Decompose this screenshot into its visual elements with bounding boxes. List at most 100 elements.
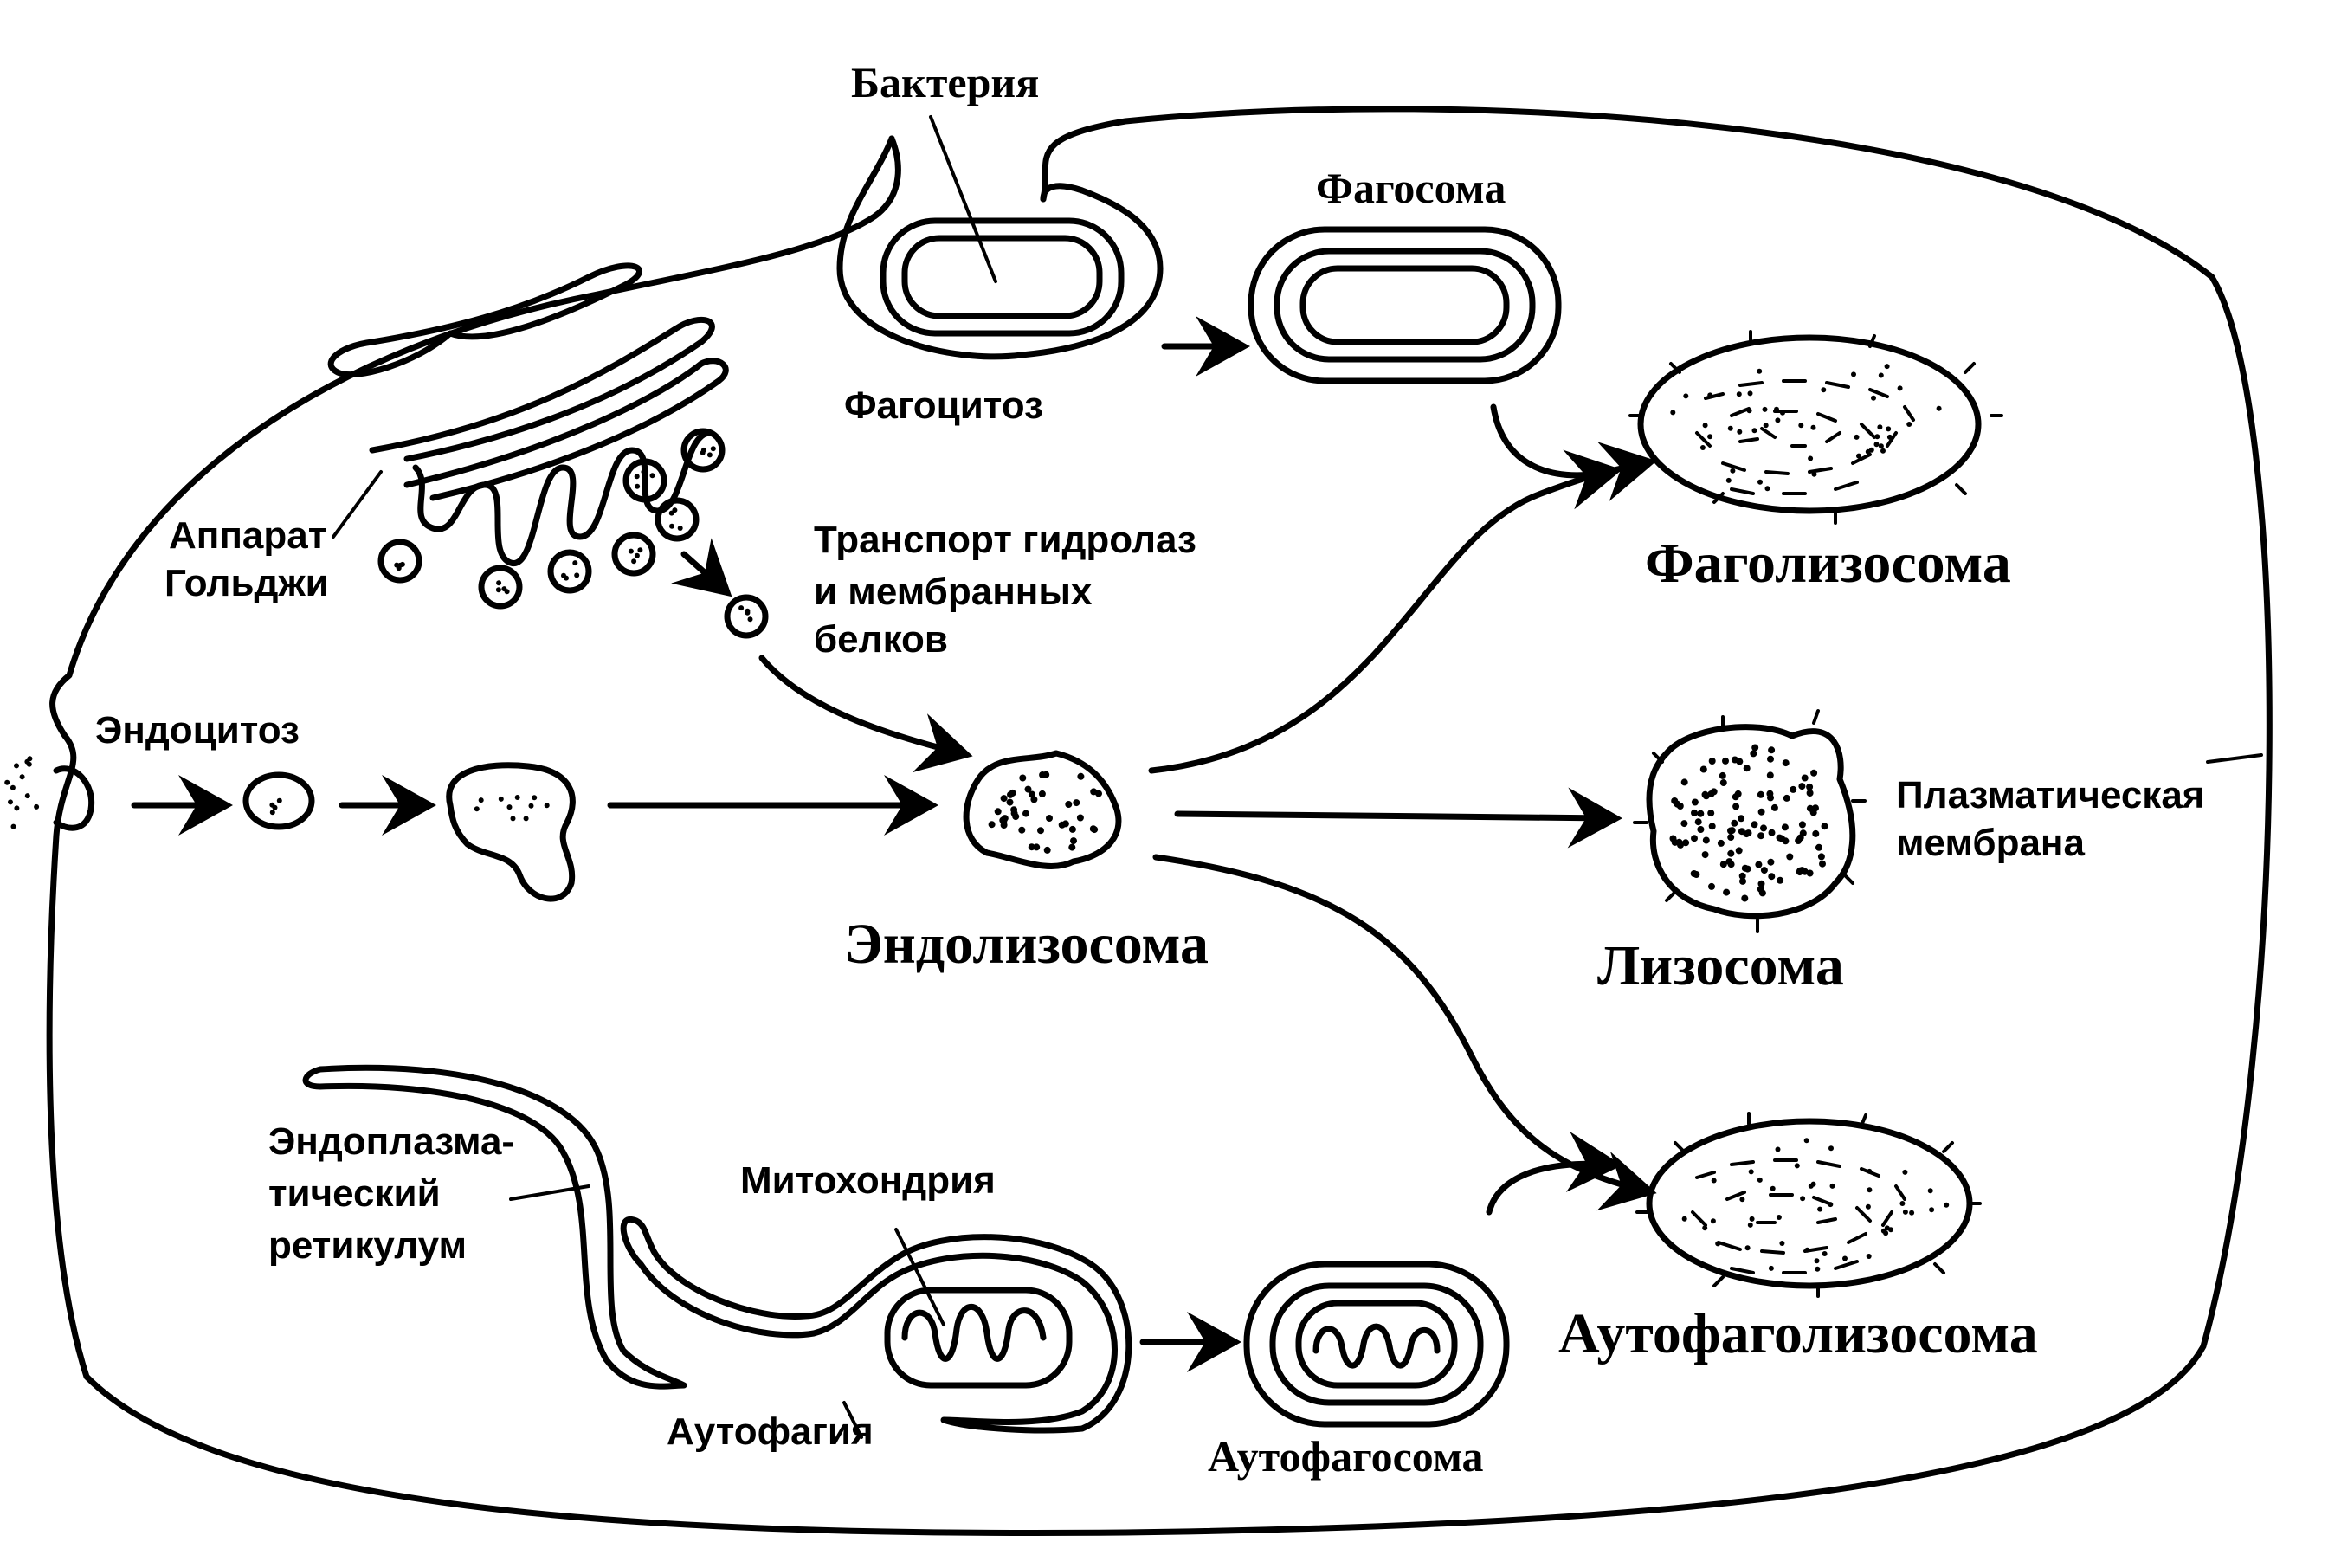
- speckle-dot: [1739, 877, 1746, 885]
- speckle-dot: [396, 565, 402, 571]
- speckle-dot: [1693, 871, 1700, 878]
- speckle-dot: [1842, 1255, 1848, 1261]
- speckle-dot: [631, 558, 637, 565]
- speckle-dot: [1768, 746, 1776, 754]
- speckle-dot: [1880, 1228, 1886, 1234]
- speckle-dot: [1806, 804, 1814, 812]
- speckle-dot: [1821, 823, 1828, 830]
- speckle-dot: [561, 572, 566, 578]
- speckle-dot: [1725, 477, 1732, 483]
- arrow-autophagosome-to-autophagolysosome: [1486, 1132, 1622, 1216]
- speckle-dot: [1927, 1188, 1933, 1194]
- speckle-dot: [1776, 834, 1783, 842]
- speckle-dot: [1777, 876, 1784, 884]
- speckle-dot: [574, 572, 580, 578]
- speckle-dot: [1077, 772, 1085, 780]
- speckle-dot: [10, 823, 16, 829]
- autophagolysosome-dashes: [1691, 1158, 1906, 1274]
- speckle-dot: [669, 523, 674, 529]
- speckle-dot: [1757, 479, 1763, 485]
- speckle-dot: [1866, 1254, 1872, 1259]
- speckle-dot: [1798, 783, 1806, 790]
- speckle-dot: [1828, 1145, 1834, 1152]
- plasma-membrane-pointer: [2206, 753, 2263, 764]
- speckle-dot: [1737, 429, 1743, 435]
- speckle-dot: [276, 797, 282, 803]
- speckle-dot: [1735, 847, 1743, 855]
- label-er-line3: ретикулум: [268, 1224, 468, 1267]
- speckle-dot: [700, 449, 706, 455]
- speckle-dot: [1871, 395, 1876, 401]
- bacterium-inner: [901, 235, 1103, 319]
- speckle-dot: [1033, 843, 1041, 851]
- speckle-dot: [1719, 771, 1726, 779]
- speckle-dot: [1808, 455, 1814, 461]
- endocytic-vesicle: [242, 771, 315, 830]
- speckle-dot: [988, 821, 996, 829]
- speckle-dot: [1798, 821, 1806, 829]
- speckle-dot: [1707, 810, 1715, 817]
- label-endolysosome: Эндолизосома: [844, 913, 1209, 976]
- speckle-dot: [634, 474, 640, 480]
- speckle-dot: [495, 587, 501, 593]
- speckle-dot: [1767, 858, 1775, 866]
- speckle-dot: [532, 795, 538, 801]
- speckle-dot: [1760, 824, 1767, 832]
- arrow-endolysosome-to-autophagolysosome: [1152, 854, 1657, 1211]
- speckle-dot: [10, 784, 16, 790]
- speckle-dot: [1851, 371, 1856, 377]
- speckle-dot: [1899, 1201, 1906, 1206]
- label-bacteria: Бактерия: [851, 58, 1040, 106]
- speckle-dot: [1697, 826, 1705, 833]
- speckle-dot: [19, 774, 25, 780]
- speckle-dot: [1018, 826, 1026, 834]
- speckle-dot: [1800, 1196, 1806, 1202]
- speckle-dot: [1037, 827, 1044, 835]
- speckle-dot: [1702, 1225, 1708, 1231]
- label-phagosome: Фагосома: [1316, 164, 1506, 212]
- arrow-transport-to-endolysosome: [758, 655, 973, 773]
- label-golgi-line2: Гольджи: [164, 562, 329, 604]
- speckle-dot: [14, 763, 19, 769]
- speckle-dot: [1744, 1245, 1751, 1251]
- speckle-dot: [1715, 1241, 1721, 1247]
- speckle-dot: [994, 808, 1002, 816]
- speckle-dot: [1076, 814, 1084, 822]
- arrow-endolysosome-to-lysosome: [1174, 787, 1622, 849]
- label-er-line2: тический: [268, 1172, 441, 1215]
- arrow-golgi-vesicle: [671, 538, 732, 597]
- speckle-dot: [1699, 765, 1707, 773]
- speckle-dot: [1009, 789, 1016, 797]
- speckle-dot: [1775, 417, 1781, 423]
- label-autophagy: Аутофагия: [667, 1410, 874, 1453]
- speckle-dot: [1880, 448, 1886, 454]
- speckle-dot: [1694, 818, 1702, 826]
- speckle-dot: [1732, 803, 1740, 810]
- speckle-dot: [1865, 1203, 1871, 1210]
- speckle-dot: [1806, 783, 1814, 790]
- speckle-dot: [1702, 423, 1708, 429]
- speckle-dot: [496, 580, 502, 586]
- speckle-dot: [1090, 788, 1098, 796]
- label-plasma-membrane-line2: мембрана: [1896, 822, 2085, 864]
- label-transport-line3: белков: [814, 618, 948, 661]
- speckle-dot: [1810, 424, 1816, 430]
- speckle-dot: [1707, 392, 1713, 398]
- speckle-dot: [710, 446, 716, 452]
- speckle-dot: [1749, 1216, 1755, 1222]
- autophagolysosome-spikes: [1635, 1112, 1982, 1298]
- speckle-dot: [1068, 825, 1076, 833]
- speckle-dot: [4, 779, 10, 785]
- speckle-dot: [1750, 750, 1757, 758]
- speckle-dot: [1708, 758, 1716, 765]
- speckle-dot: [1671, 797, 1679, 804]
- speckle-dot: [1711, 1178, 1717, 1184]
- speckle-dot: [1822, 1251, 1828, 1256]
- speckle-dot: [510, 816, 516, 822]
- speckle-dot: [1815, 843, 1822, 851]
- speckle-dot: [1854, 434, 1860, 440]
- speckle-dot: [1814, 1258, 1820, 1264]
- speckle-dot: [1888, 1227, 1893, 1233]
- speckle-dot: [634, 552, 640, 558]
- autophagy-pointer: [842, 1401, 863, 1439]
